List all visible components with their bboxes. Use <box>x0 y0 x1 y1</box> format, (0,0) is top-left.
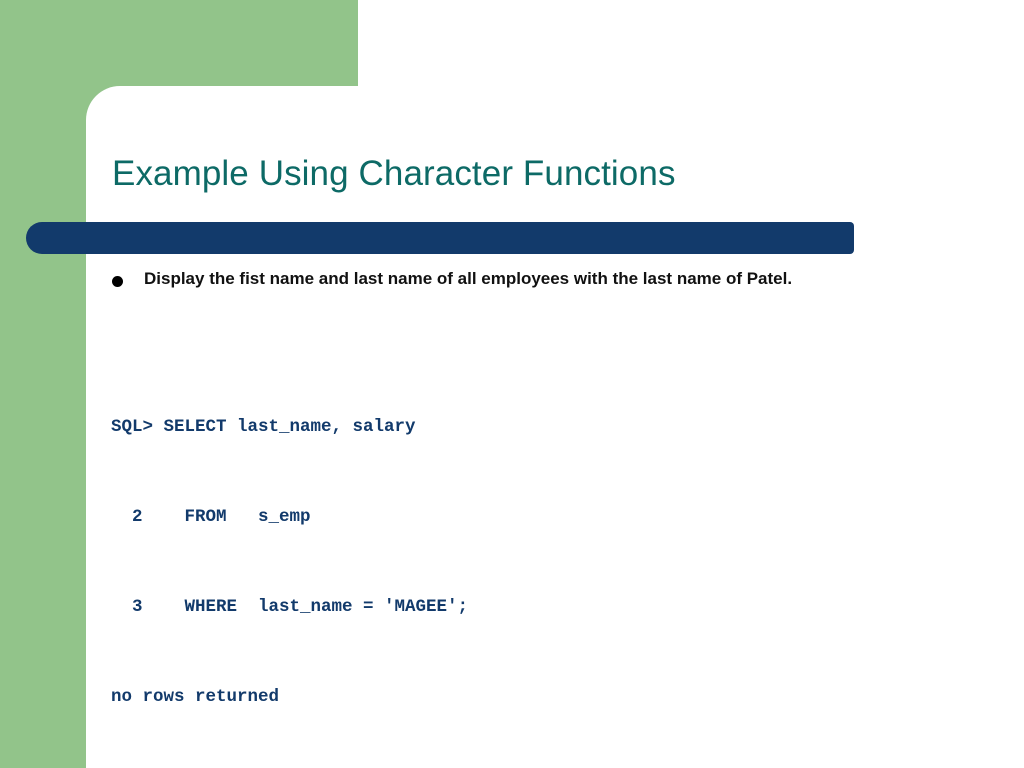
sql-transcript: SQL> SELECT last_name, salary 2 FROM s_e… <box>111 352 961 768</box>
bullet-item: Display the fist name and last name of a… <box>112 268 972 290</box>
title-underline-bar <box>26 222 854 254</box>
bullet-dot-icon <box>112 276 123 287</box>
code-line: SQL> SELECT last_name, salary <box>111 417 416 437</box>
code-line: 3 WHERE last_name = 'MAGEE'; <box>111 597 469 617</box>
bullet-item-label: Display the fist name and last name of a… <box>144 269 793 288</box>
code-line: no rows returned <box>111 687 280 707</box>
code-line: 2 FROM s_emp <box>111 507 311 527</box>
page-title: Example Using Character Functions <box>112 154 676 193</box>
white-content-panel <box>86 86 1024 768</box>
